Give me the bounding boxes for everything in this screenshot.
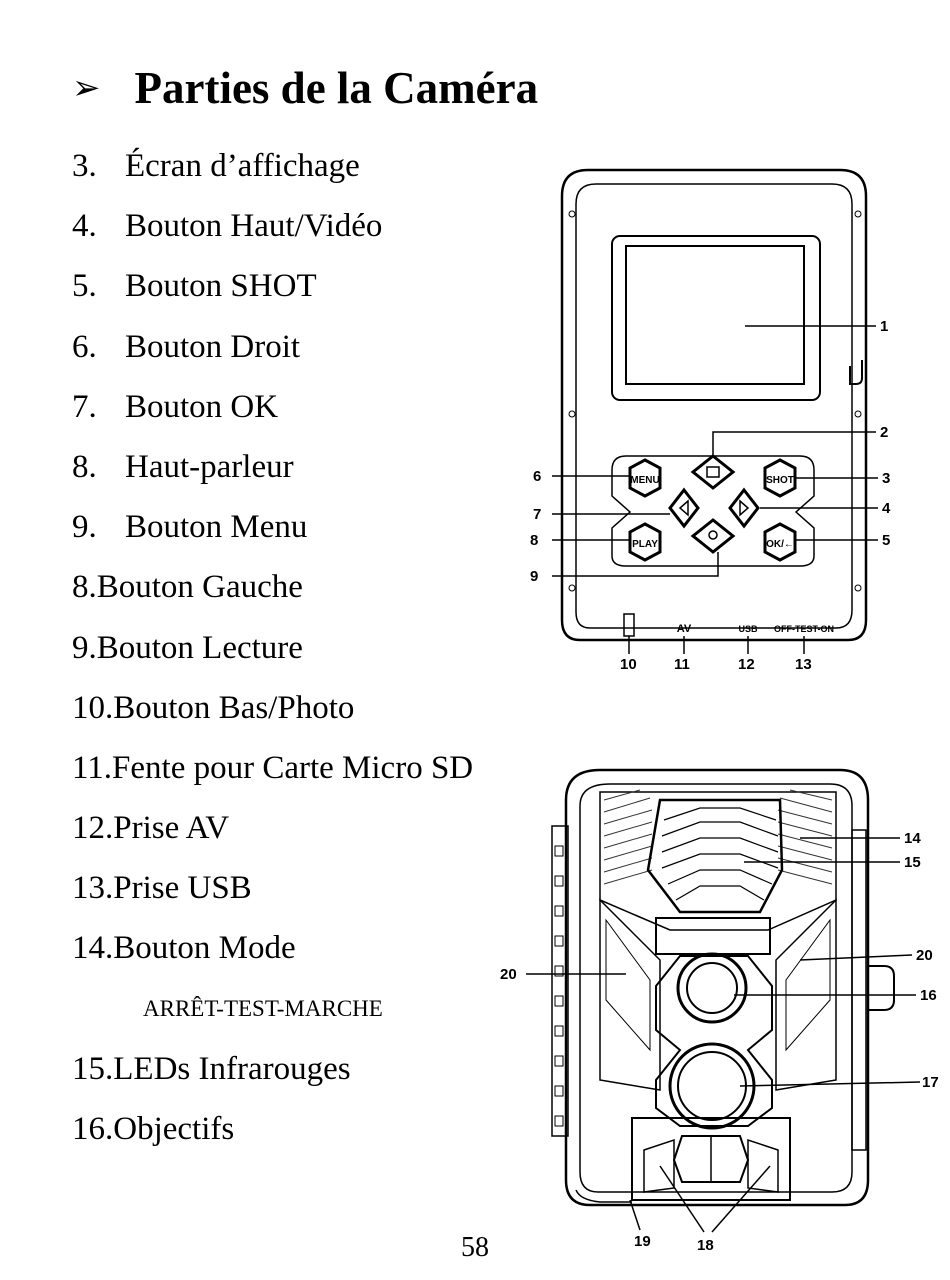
shot-button-label: SHOT xyxy=(766,475,794,486)
arrow-bullet-icon: ➢ xyxy=(72,68,101,108)
list-item: 13.Prise USB xyxy=(72,870,252,907)
list-item: 14.Bouton Mode xyxy=(72,930,296,967)
list-item: 10.Bouton Bas/Photo xyxy=(72,689,355,726)
callout-16: 16 xyxy=(920,987,937,1004)
callout-12: 12 xyxy=(738,656,755,673)
list-item: 16.Objectifs xyxy=(72,1111,235,1147)
list-item-subtext: ARRÊT-TEST-MARCHE xyxy=(143,995,383,1021)
usb-port-label: USB xyxy=(738,624,758,634)
page-title: Parties de la Caméra xyxy=(134,63,539,113)
list-item: 11.Fente pour Carte Micro SD xyxy=(72,749,474,786)
list-item: 6.Bouton Droit xyxy=(72,328,301,365)
callout-11: 11 xyxy=(674,656,690,673)
list-item: 12.Prise AV xyxy=(72,810,230,847)
callout-1: 1 xyxy=(880,318,888,335)
callout-18: 18 xyxy=(697,1237,714,1254)
list-item: 3.Écran d’affichage xyxy=(72,148,360,184)
list-item: 9.Bouton Lecture xyxy=(72,629,303,666)
callout-17: 17 xyxy=(922,1074,939,1091)
page-number: 58 xyxy=(461,1232,489,1263)
callout-20-left: 20 xyxy=(500,966,517,983)
callout-5: 5 xyxy=(882,532,890,549)
list-item: 8.Bouton Gauche xyxy=(72,569,303,606)
section-heading: ➢ Parties de la Caméra xyxy=(72,62,538,114)
callout-19: 19 xyxy=(634,1233,651,1250)
parts-list: 3.Écran d’affichage 4.Bouton Haut/Vidéo … xyxy=(72,143,542,1166)
ok-button-label: OK/← xyxy=(766,539,794,550)
menu-button-label: MENU xyxy=(630,475,659,486)
list-item: 9.Bouton Menu xyxy=(72,509,308,546)
play-button-label: PLAY xyxy=(632,539,658,550)
callout-6: 6 xyxy=(533,468,541,485)
callout-4: 4 xyxy=(882,500,891,517)
camera-back-diagram: MENU SHOT PLAY OK/← AV USB OFF-TEST-ON 1… xyxy=(520,160,940,685)
callout-2: 2 xyxy=(880,424,888,441)
callout-7: 7 xyxy=(533,506,541,523)
list-item: 15.LEDs Infrarouges xyxy=(72,1050,351,1087)
list-item: 4.Bouton Haut/Vidéo xyxy=(72,208,383,245)
callout-3: 3 xyxy=(882,470,890,487)
list-item: 8.Haut-parleur xyxy=(72,448,294,485)
callout-8: 8 xyxy=(530,532,538,549)
callout-20-right: 20 xyxy=(916,947,933,964)
list-item: 5.Bouton SHOT xyxy=(72,268,317,305)
list-item: 7.Bouton OK xyxy=(72,388,279,425)
mode-switch-label: OFF-TEST-ON xyxy=(774,624,834,634)
camera-front-diagram: 14 15 20 20 16 17 18 19 xyxy=(495,760,945,1265)
callout-14: 14 xyxy=(904,830,921,847)
av-port-label: AV xyxy=(677,623,692,635)
callout-10: 10 xyxy=(620,656,637,673)
callout-9: 9 xyxy=(530,568,538,585)
callout-15: 15 xyxy=(904,854,921,871)
callout-13: 13 xyxy=(795,656,812,673)
